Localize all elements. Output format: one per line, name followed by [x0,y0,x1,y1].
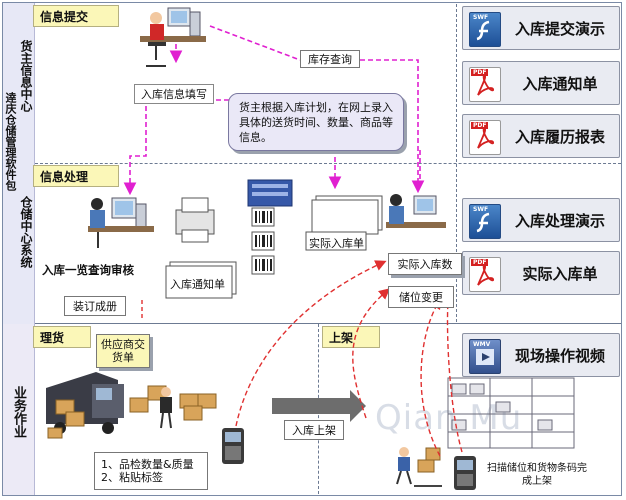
inventory-query-box: 库存查询 [300,50,360,68]
clerk-workstation-icon [88,198,154,248]
pallet-worker-icon [397,447,442,486]
supplier-delivery-note: 供应商交货单 [96,334,150,368]
printer-icon [176,198,214,242]
process-arrow-icon [272,390,366,422]
location-change-box: 储位变更 [388,286,454,308]
handheld-scanner-icon [454,456,476,490]
inspection-steps-box: 1、品检数量&质量 2、粘贴标签 [94,452,208,490]
owner-callout: 货主根据入库计划，在网上录入具体的送货时间、数量、商品等信息。 [228,93,404,151]
barcode-labels-icon [252,208,274,274]
delivery-truck-icon [46,372,124,438]
inspection-step-1: 1、品检数量&质量 [101,458,194,471]
inspection-step-2: 2、粘贴标签 [101,471,163,484]
actual-inbound-sheet-label: 实际入库单 [309,235,364,251]
actual-inbound-count-box: 实际入库数 [388,253,462,275]
handheld-scanner-icon [222,428,244,464]
inbound-info-fill-box: 入库信息填写 [134,84,214,104]
inbound-shelving-box: 入库上架 [284,420,344,440]
office-worker-icon [140,8,206,66]
server-rack-icon [248,180,292,206]
inspector-with-boxes-icon [130,386,216,428]
scan-caption: 扫描储位和货物条码完成上架 [484,461,590,489]
inbound-list-review-label: 入库一览查询审核 [42,262,134,278]
warehouse-clerk-icon [386,194,446,228]
inbound-notice-label: 入库通知单 [170,276,225,292]
storage-rack-icon [448,378,574,448]
binding-booklet-box: 装订成册 [64,296,126,316]
